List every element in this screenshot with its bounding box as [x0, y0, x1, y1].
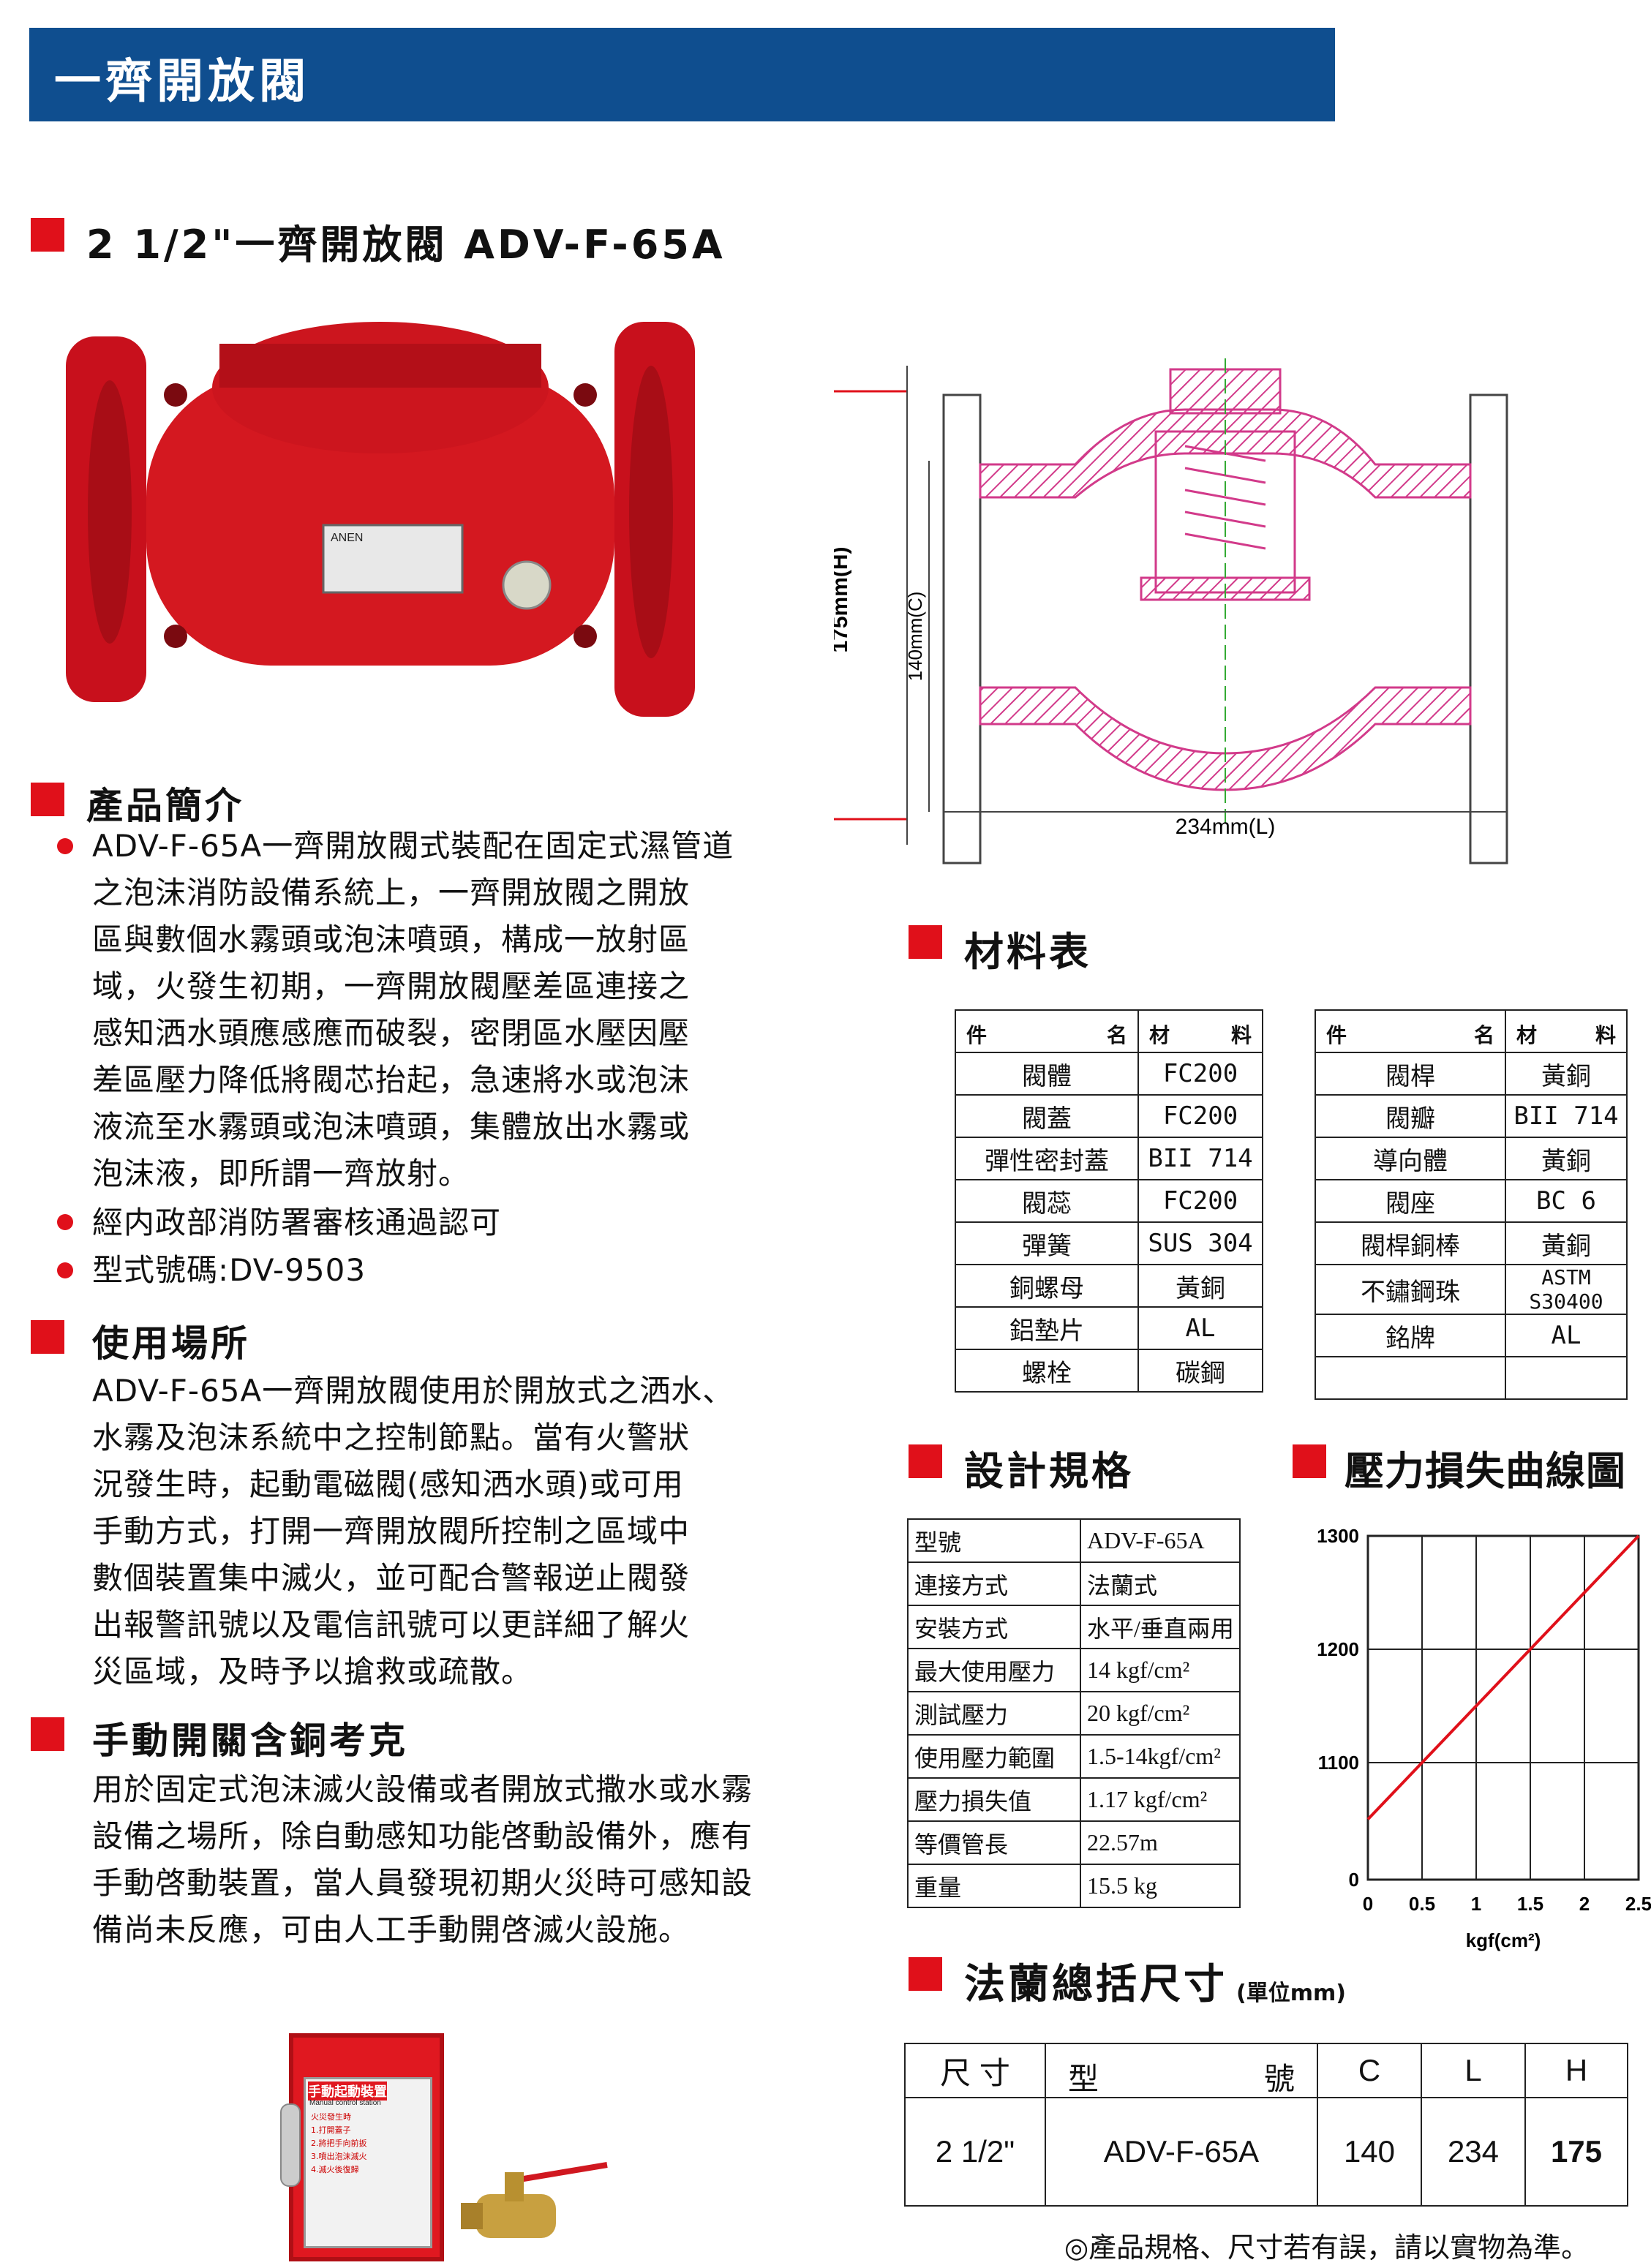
flange-table: 尺 寸 型號 C L H 2 1/2" ADV-F-65A 140 234 17…	[904, 2043, 1628, 2207]
section-marker	[909, 925, 942, 959]
chart-title: 壓力損失曲線圖	[1345, 1448, 1626, 1494]
valve-photo: ANEN	[66, 322, 695, 717]
page-banner: 一齊開放閥	[29, 28, 1335, 121]
x-axis-label: kgf(cm²)	[1466, 1929, 1541, 1951]
product-title: 2 1/2"一齊開放閥 ADV-F-65A	[86, 222, 726, 268]
table-row	[1315, 1356, 1628, 1400]
table-row: 閥桿黃銅	[1315, 1052, 1628, 1096]
c-dimension-label: 140mm(C)	[904, 592, 926, 682]
height-dimension-label: 175mm(H)	[834, 546, 852, 652]
x-tick-label: 0	[1363, 1893, 1373, 1915]
table-row: 安裝方式水平/垂直兩用	[907, 1605, 1241, 1649]
brass-ball-valve	[461, 2162, 608, 2238]
bullet-dot	[57, 1214, 73, 1230]
station-title: 手動起動裝置	[308, 2081, 387, 2101]
length-dimension-label: 234mm(L)	[1176, 815, 1276, 839]
manual-heading: 手動開關含銅考克	[92, 1719, 408, 1762]
y-tick-label: 1300	[1317, 1525, 1359, 1547]
section-marker	[31, 1320, 64, 1354]
bullet-dot	[57, 838, 73, 854]
intro-bullet-3: 型式號碼:DV-9503	[92, 1252, 366, 1288]
table-row: 銅螺母黃銅	[955, 1264, 1263, 1308]
table-row: 閥桿銅棒黃銅	[1315, 1221, 1628, 1265]
flange-heading: 法蘭總括尺寸	[964, 1961, 1227, 2008]
usage-text: ADV-F-65A一齊開放閥使用於開放式之洒水、 水霧及泡沫系統中之控制節點。當…	[92, 1373, 734, 1689]
section-marker	[31, 1717, 64, 1751]
section-marker	[31, 783, 64, 816]
table-row: 連接方式法蘭式	[907, 1561, 1241, 1606]
x-tick-label: 1	[1471, 1893, 1481, 1915]
cross-section-drawing: 175mm(H) 140mm(C) 234mm(L)	[834, 358, 1508, 864]
manual-text: 用於固定式泡沫滅火設備或者開放式撒水或水霧 設備之場所，除自動感知功能啓動設備外…	[92, 1771, 753, 1948]
x-tick-label: 1.5	[1517, 1893, 1543, 1915]
section-marker	[31, 218, 64, 252]
bullet-dot	[57, 1262, 73, 1278]
section-marker	[909, 1444, 942, 1478]
section-marker	[1293, 1444, 1326, 1478]
chart-frame	[1366, 1534, 1640, 1881]
table-row: 螺栓碳鋼	[955, 1349, 1263, 1393]
materials-heading: 材料表	[964, 929, 1091, 975]
x-tick-label: 2.5	[1625, 1893, 1651, 1915]
table-row: 導向體黃銅	[1315, 1137, 1628, 1180]
intro-bullet-2: 經内政部消防署審核通過認可	[92, 1205, 502, 1240]
chart-series-line	[1366, 1534, 1640, 1820]
banner-title: 一齊開放閥	[54, 55, 310, 109]
spec-heading: 設計規格	[964, 1448, 1134, 1494]
table-row: 2 1/2" ADV-F-65A 140 234 175	[904, 2097, 1628, 2207]
pressure-loss-chart: 0 0.5 1 1.5 2 2.5 0 1100 1200 1300 kgf(cm²)	[1317, 1525, 1651, 1951]
usage-heading: 使用場所	[92, 1322, 250, 1365]
manual-station-photo: 手動起動裝置 Manual control station 火災發生時 1.打開…	[280, 2033, 444, 2261]
nameplate-brand: ANEN	[331, 532, 363, 544]
intro-heading: 產品簡介	[86, 785, 244, 827]
y-tick-label: 1200	[1317, 1638, 1359, 1660]
x-tick-label: 0.5	[1409, 1893, 1435, 1915]
intro-bullet-1: ADV-F-65A一齊開放閥式裝配在固定式濕管道 之泡沫消防設備系統上，一齊開放…	[92, 828, 734, 1191]
x-tick-label: 2	[1579, 1893, 1590, 1915]
y-tick-label: 1100	[1318, 1752, 1359, 1774]
station-subtitle: Manual control station	[309, 2099, 381, 2107]
flange-unit: (單位mm)	[1236, 1981, 1346, 2006]
section-marker	[909, 1957, 942, 1991]
footer-note: ◎產品規格、尺寸若有誤，請以實物為準。	[1064, 2231, 1590, 2264]
y-tick-label: 0	[1349, 1869, 1359, 1891]
